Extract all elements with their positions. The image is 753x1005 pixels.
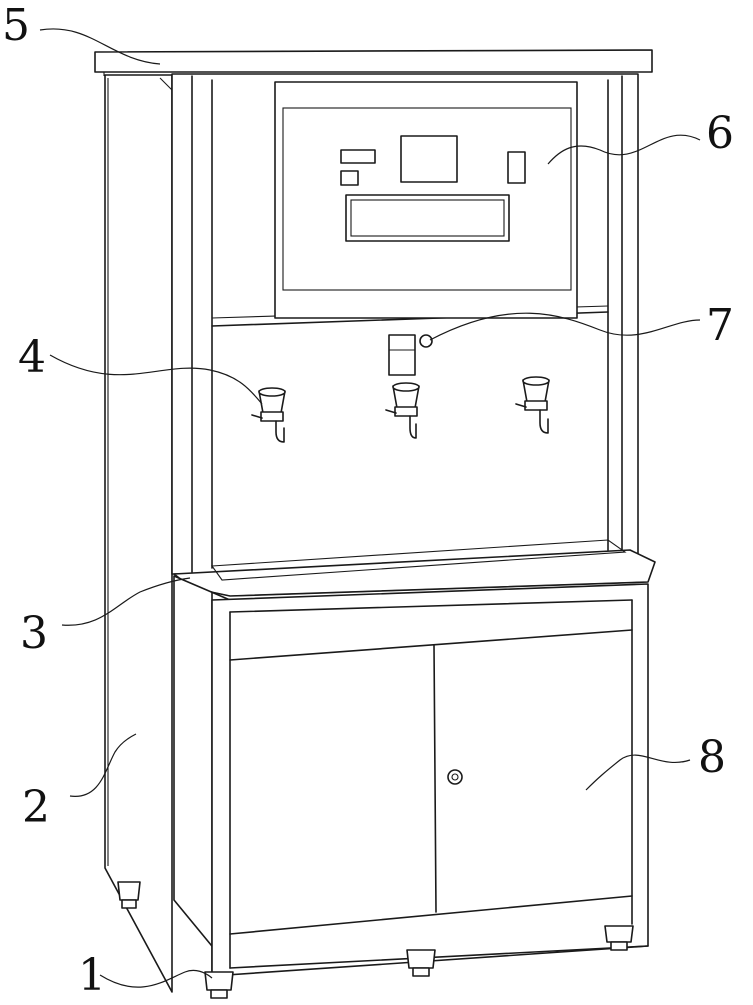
cabinet-doors [433, 644, 463, 913]
indicator-top [340, 149, 376, 164]
label-8: 8 [698, 732, 726, 783]
label-4: 4 [18, 332, 46, 383]
drip-tray [173, 539, 656, 597]
label-1: 1 [78, 950, 106, 1000]
display-strip [345, 194, 510, 242]
indicator-right [507, 151, 526, 184]
label-6: 6 [706, 108, 734, 159]
faucet-middle [385, 382, 420, 439]
faucet-right [515, 376, 550, 434]
top-cover [94, 49, 653, 76]
sensor [388, 334, 433, 376]
display-panel [274, 81, 578, 319]
leader-lines [39, 28, 701, 988]
feet [117, 881, 634, 999]
label-5: 5 [2, 0, 30, 51]
door-lock [447, 769, 463, 785]
label-2: 2 [22, 782, 50, 833]
label-7: 7 [706, 300, 734, 351]
lower-cabinet [173, 575, 649, 977]
side-panel [104, 74, 173, 993]
faucet-left [251, 387, 286, 443]
indicator-small [340, 170, 359, 186]
screen-window [400, 135, 458, 183]
label-3: 3 [20, 608, 48, 659]
